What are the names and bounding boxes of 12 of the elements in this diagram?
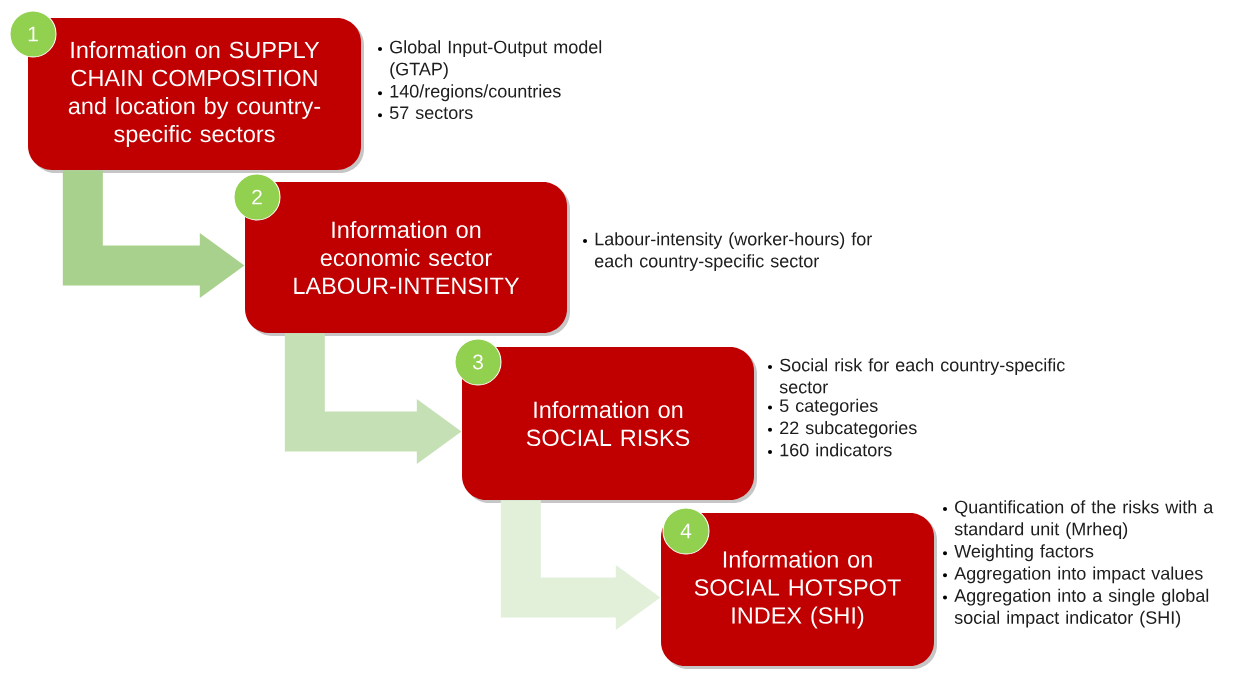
bullet-item: 140/regions/countries <box>390 84 561 102</box>
bullet-item: Weighting factors <box>954 544 1094 562</box>
bullet-item: 5 categories <box>779 398 878 416</box>
bullet-item: 57 sectors <box>389 106 473 120</box>
bullet-item: Quantification of the risks with a standard unit (Mrheq) <box>954 500 1214 539</box>
bullet-item: Labour-intensity (worker-hours) for each country-specific sector <box>595 232 872 271</box>
bullet-item: Aggregation into a single global social impact indicator (SHI) <box>954 588 1209 628</box>
bullet-item: Global Input-Output model (GTAP) <box>390 40 602 79</box>
bullet-item: Social risk for each country-specific sector <box>779 358 1065 394</box>
bullet-item: 160 indicators <box>780 443 892 457</box>
bullet-item: Aggregation into impact values <box>954 566 1203 584</box>
bullet-item: 22 subcategories <box>780 421 917 438</box>
